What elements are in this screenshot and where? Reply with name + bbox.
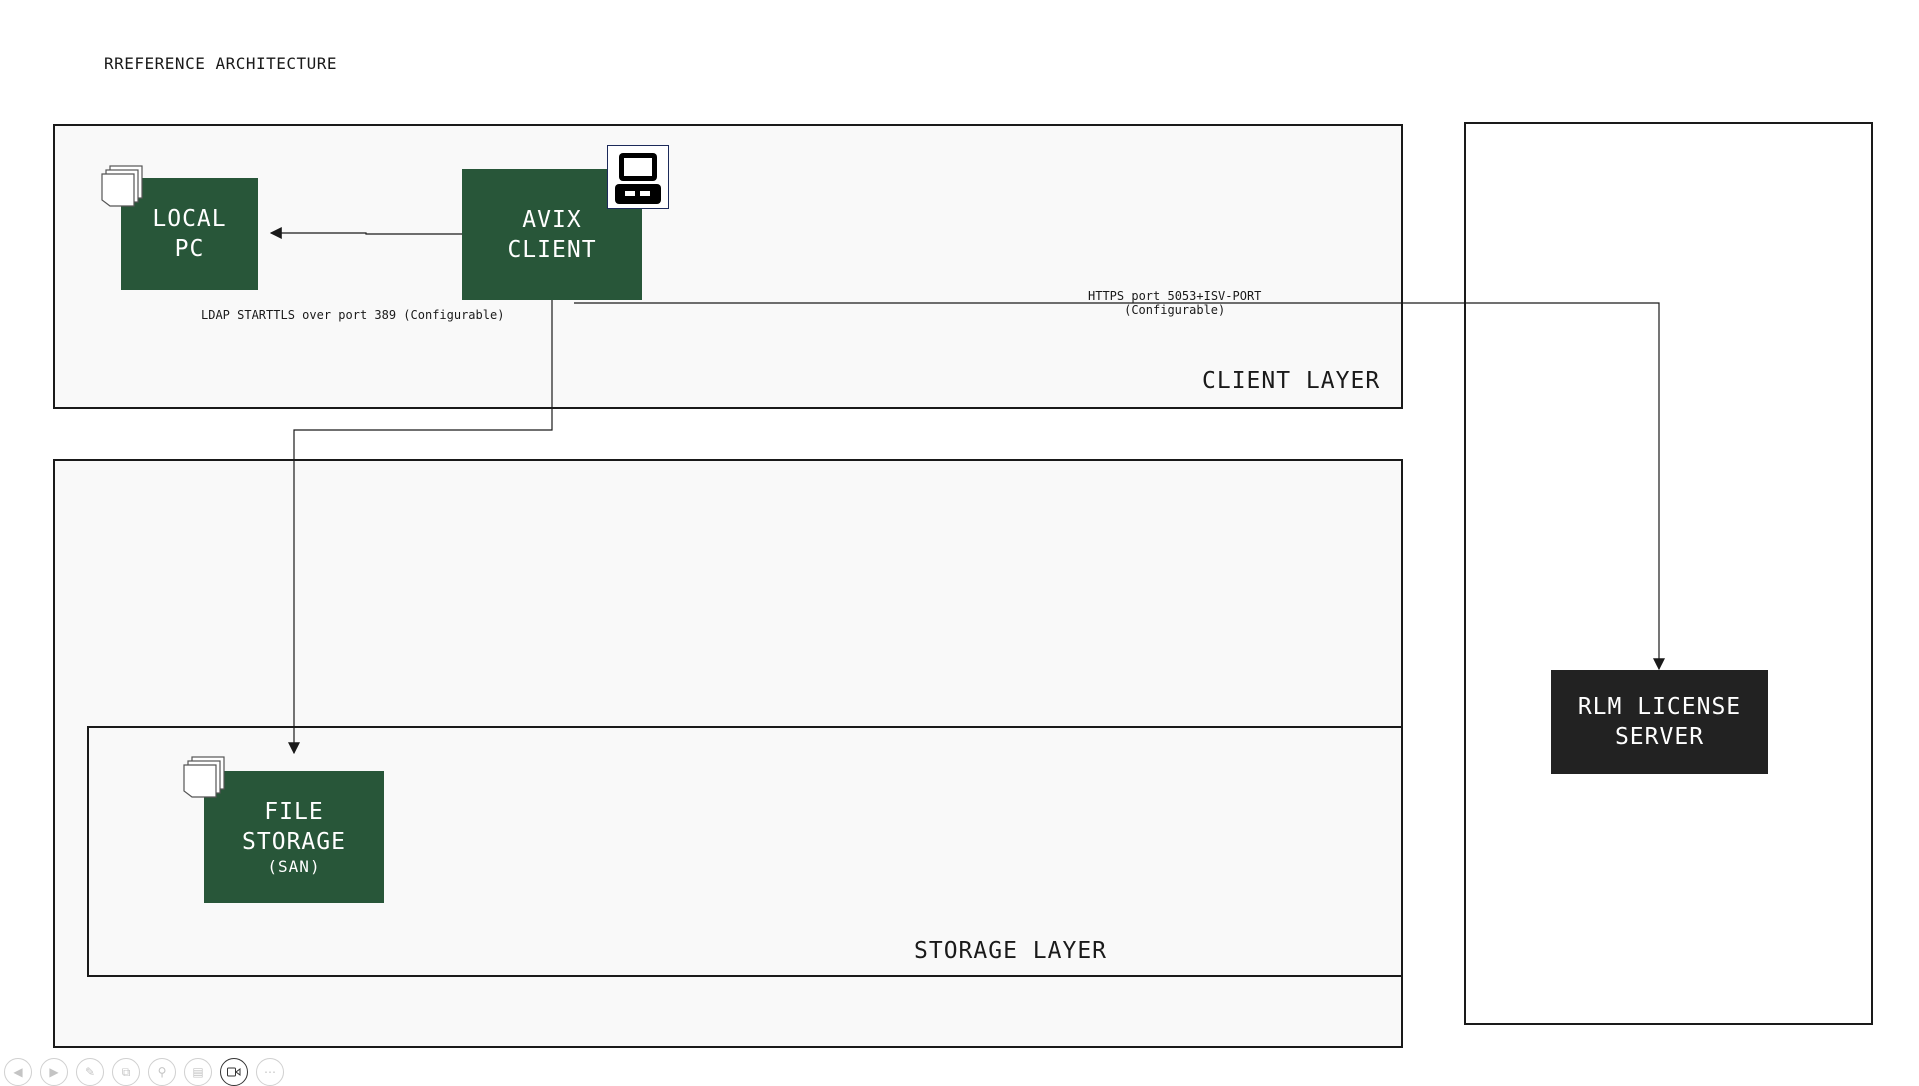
page-title: RREFERENCE ARCHITECTURE [104,54,338,73]
ldap-connector [269,227,462,239]
https-label-line-2: (Configurable) [1124,303,1226,317]
https-connector [574,302,1665,671]
file-storage-line-2: STORAGE [242,829,346,855]
license-layer [1464,122,1873,1025]
presentation-toolbar: ◀ ▶ ✎ ⧉ ⚲ ▤ ⋯ [4,1058,284,1086]
copy-icon[interactable]: ⧉ [112,1058,140,1086]
https-label-line-1: HTTPS port 5053+ISV-PORT [1088,289,1262,303]
https-connection-label: HTTPS port 5053+ISV-PORT (Configurable) [1088,289,1261,317]
local-pc-line-2: PC [174,236,205,262]
subtitles-icon[interactable]: ▤ [184,1058,212,1086]
file-storage-node: FILE STORAGE (SAN) [204,771,384,903]
back-icon[interactable]: ◀ [4,1058,32,1086]
local-pc-line-1: LOCAL [152,206,227,232]
client-layer-label: CLIENT LAYER [1202,368,1381,394]
rlm-license-server-node: RLM LICENSE SERVER [1551,670,1768,774]
ldap-connection-label: LDAP STARTTLS over port 389 (Configurabl… [201,308,505,322]
documents-icon [101,165,143,207]
local-pc-node: LOCAL PC [121,178,258,290]
documents-icon [183,756,225,798]
pen-icon[interactable]: ✎ [76,1058,104,1086]
storage-layer-label: STORAGE LAYER [914,938,1108,964]
file-storage-line-3: (SAN) [267,857,321,876]
rlm-line-2: SERVER [1614,724,1705,750]
client-layer [53,124,1403,409]
computer-icon [607,145,669,209]
avix-client-line-1: AVIX [522,206,582,233]
file-storage-line-1: FILE [264,799,324,825]
storage-connector [288,300,553,755]
zoom-icon[interactable]: ⚲ [148,1058,176,1086]
rlm-line-1: RLM LICENSE [1577,694,1742,720]
avix-client-line-2: CLIENT [507,236,597,263]
camera-icon[interactable] [220,1058,248,1086]
more-icon[interactable]: ⋯ [256,1058,284,1086]
forward-icon[interactable]: ▶ [40,1058,68,1086]
